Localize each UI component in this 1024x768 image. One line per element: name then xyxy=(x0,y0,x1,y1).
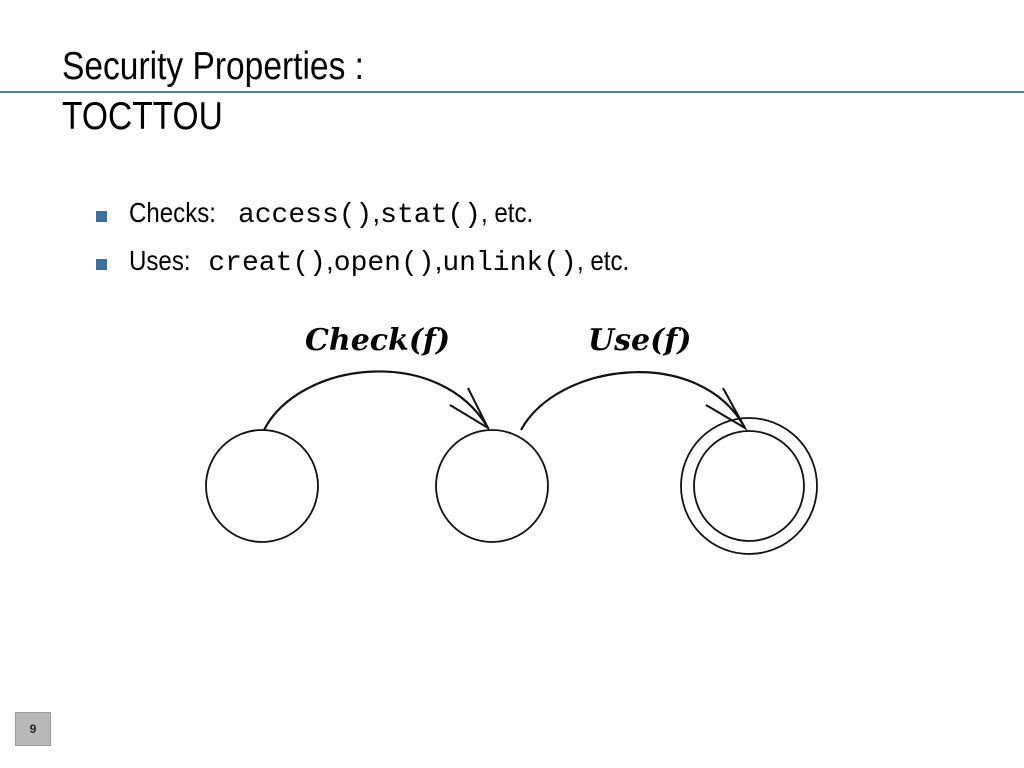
edge-label-check: Check(f) xyxy=(305,323,450,358)
code-term: access() xyxy=(237,200,373,231)
bullet-suffix: , etc. xyxy=(576,245,630,276)
slide-title-line-2: TOCTTOU xyxy=(62,95,223,138)
arrowhead-check-icon xyxy=(449,387,491,431)
square-bullet-icon xyxy=(96,210,107,222)
state-final-inner xyxy=(693,430,805,542)
code-term: stat() xyxy=(380,200,481,231)
code-term: open() xyxy=(333,248,435,279)
slide-title: Security Properties : TOCTTOU xyxy=(62,42,364,142)
square-bullet-icon xyxy=(96,258,107,270)
bullet-label: Checks: xyxy=(129,197,216,228)
slide-title-line-1: Security Properties : xyxy=(62,45,364,88)
bullet-suffix: , etc. xyxy=(480,197,534,228)
page-number-badge: 9 xyxy=(15,712,51,746)
arrowhead-use-icon xyxy=(705,387,748,431)
bullet-list: Checks: access(),stat(), etc. Uses: crea… xyxy=(96,190,638,286)
state-checked xyxy=(435,429,549,543)
code-term: unlink() xyxy=(442,248,577,279)
code-term: creat() xyxy=(208,248,326,279)
page-number: 9 xyxy=(29,722,37,736)
edge-use-arc xyxy=(520,371,746,431)
state-final-outer xyxy=(680,417,818,555)
title-divider xyxy=(0,91,1024,93)
edge-label-use: Use(f) xyxy=(588,323,691,358)
bullet-item-checks: Checks: access(),stat(), etc. xyxy=(96,190,638,238)
edge-check-arc xyxy=(263,370,489,431)
bullet-label: Uses: xyxy=(129,245,191,276)
state-initial xyxy=(205,429,319,543)
bullet-item-uses: Uses: creat(),open(),unlink(), etc. xyxy=(96,238,638,286)
